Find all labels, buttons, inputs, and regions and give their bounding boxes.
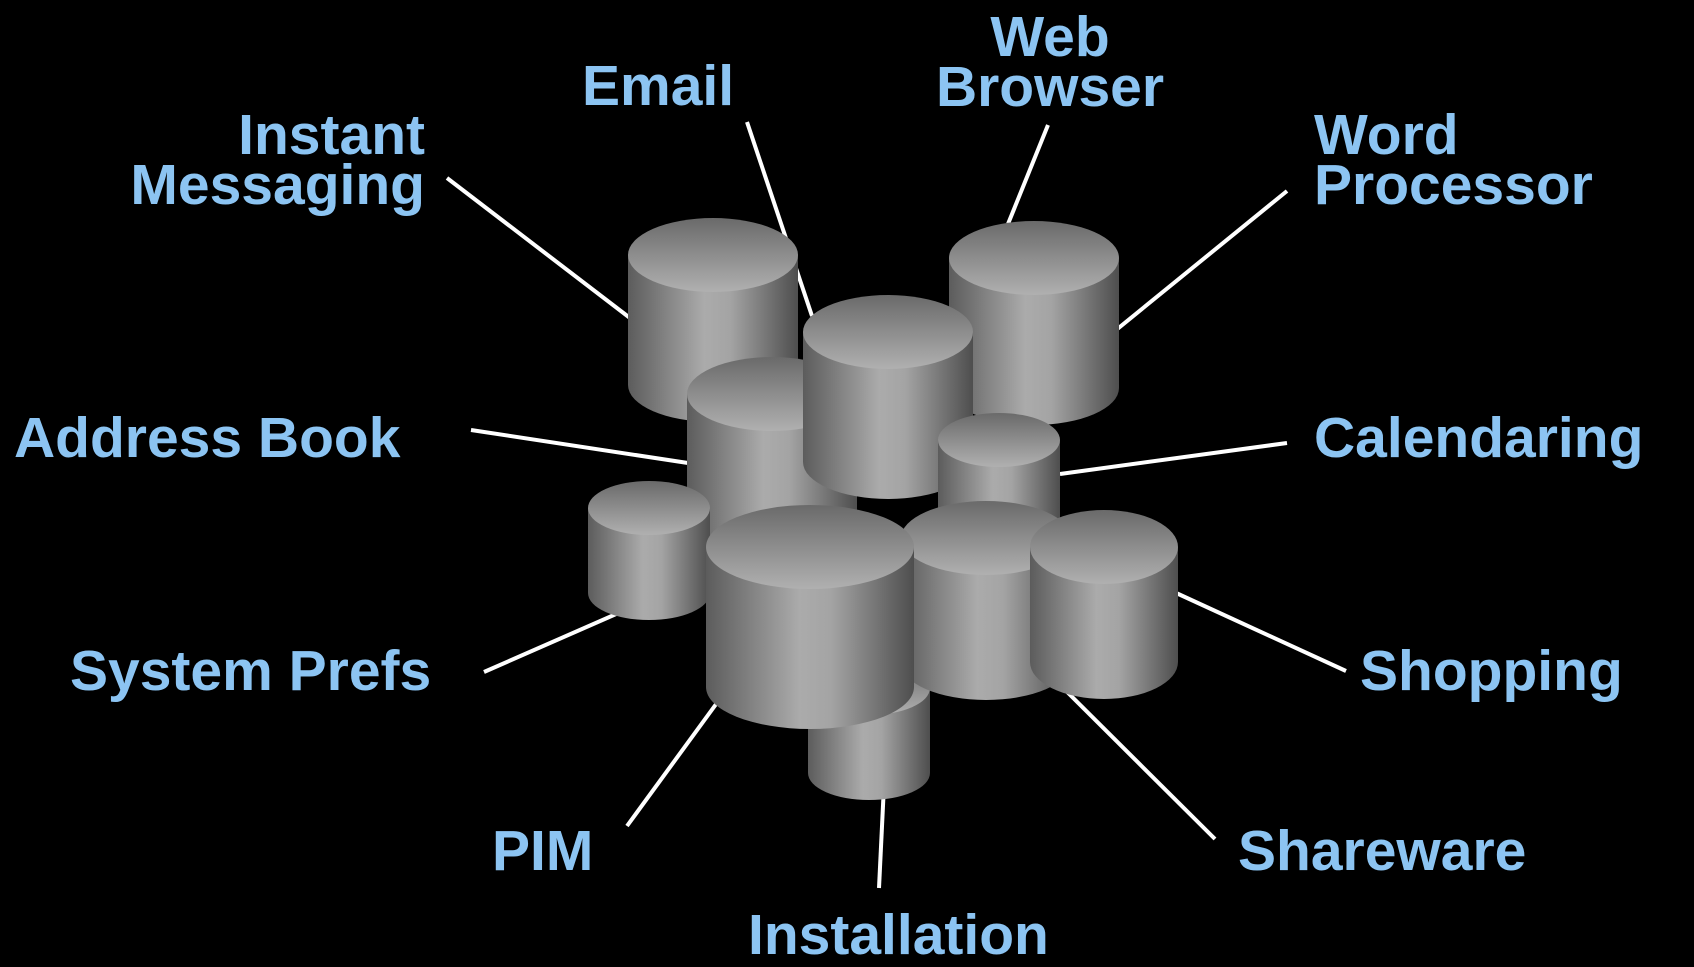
cylinder-5-top xyxy=(938,413,1060,467)
connector-web-browser xyxy=(1006,124,1050,225)
connector-installation xyxy=(877,784,886,889)
cylinder-10 xyxy=(1030,510,1178,699)
label-system-prefs: System Prefs xyxy=(70,639,432,703)
cylinder-2-side xyxy=(949,258,1119,425)
label-installation: Installation xyxy=(748,903,1049,967)
label-address-book: Address Book xyxy=(14,406,401,470)
cylinder-10-top xyxy=(1030,510,1178,584)
cylinder-6-top xyxy=(588,481,710,535)
cylinder-1-top xyxy=(628,218,798,292)
connector-address-book xyxy=(470,428,689,465)
connector-email xyxy=(745,121,814,317)
label-pim: PIM xyxy=(492,819,594,883)
label-calendaring: Calendaring xyxy=(1314,406,1644,470)
cylinder-4 xyxy=(803,295,973,499)
label-instant-messaging: Instant Messaging xyxy=(130,103,425,217)
connector-shopping xyxy=(1173,590,1347,673)
label-shopping: Shopping xyxy=(1360,639,1623,703)
cylinder-cluster xyxy=(588,218,1178,800)
cylinder-9-top xyxy=(706,505,914,589)
cylinder-4-top xyxy=(803,295,973,369)
cylinder-9-side xyxy=(706,547,914,729)
connector-pim xyxy=(625,683,732,828)
cylinder-6-side xyxy=(588,508,710,620)
cylinder-10-side xyxy=(1030,547,1178,699)
cylinder-2 xyxy=(949,221,1119,425)
cylinder-6 xyxy=(588,481,710,620)
cylinder-8-top xyxy=(901,501,1071,575)
cylinder-9 xyxy=(706,505,914,729)
connector-instant-messaging xyxy=(445,176,632,320)
label-email: Email xyxy=(582,54,735,118)
label-word-processor: Word Processor xyxy=(1314,103,1593,217)
label-shareware: Shareware xyxy=(1238,819,1527,883)
cylinder-4-side xyxy=(803,332,973,499)
label-web-browser: Web Browser xyxy=(935,5,1165,119)
cylinder-8 xyxy=(901,501,1071,700)
connector-calendaring xyxy=(1059,441,1288,476)
cylinder-8-side xyxy=(901,538,1071,700)
cylinder-2-top xyxy=(949,221,1119,295)
